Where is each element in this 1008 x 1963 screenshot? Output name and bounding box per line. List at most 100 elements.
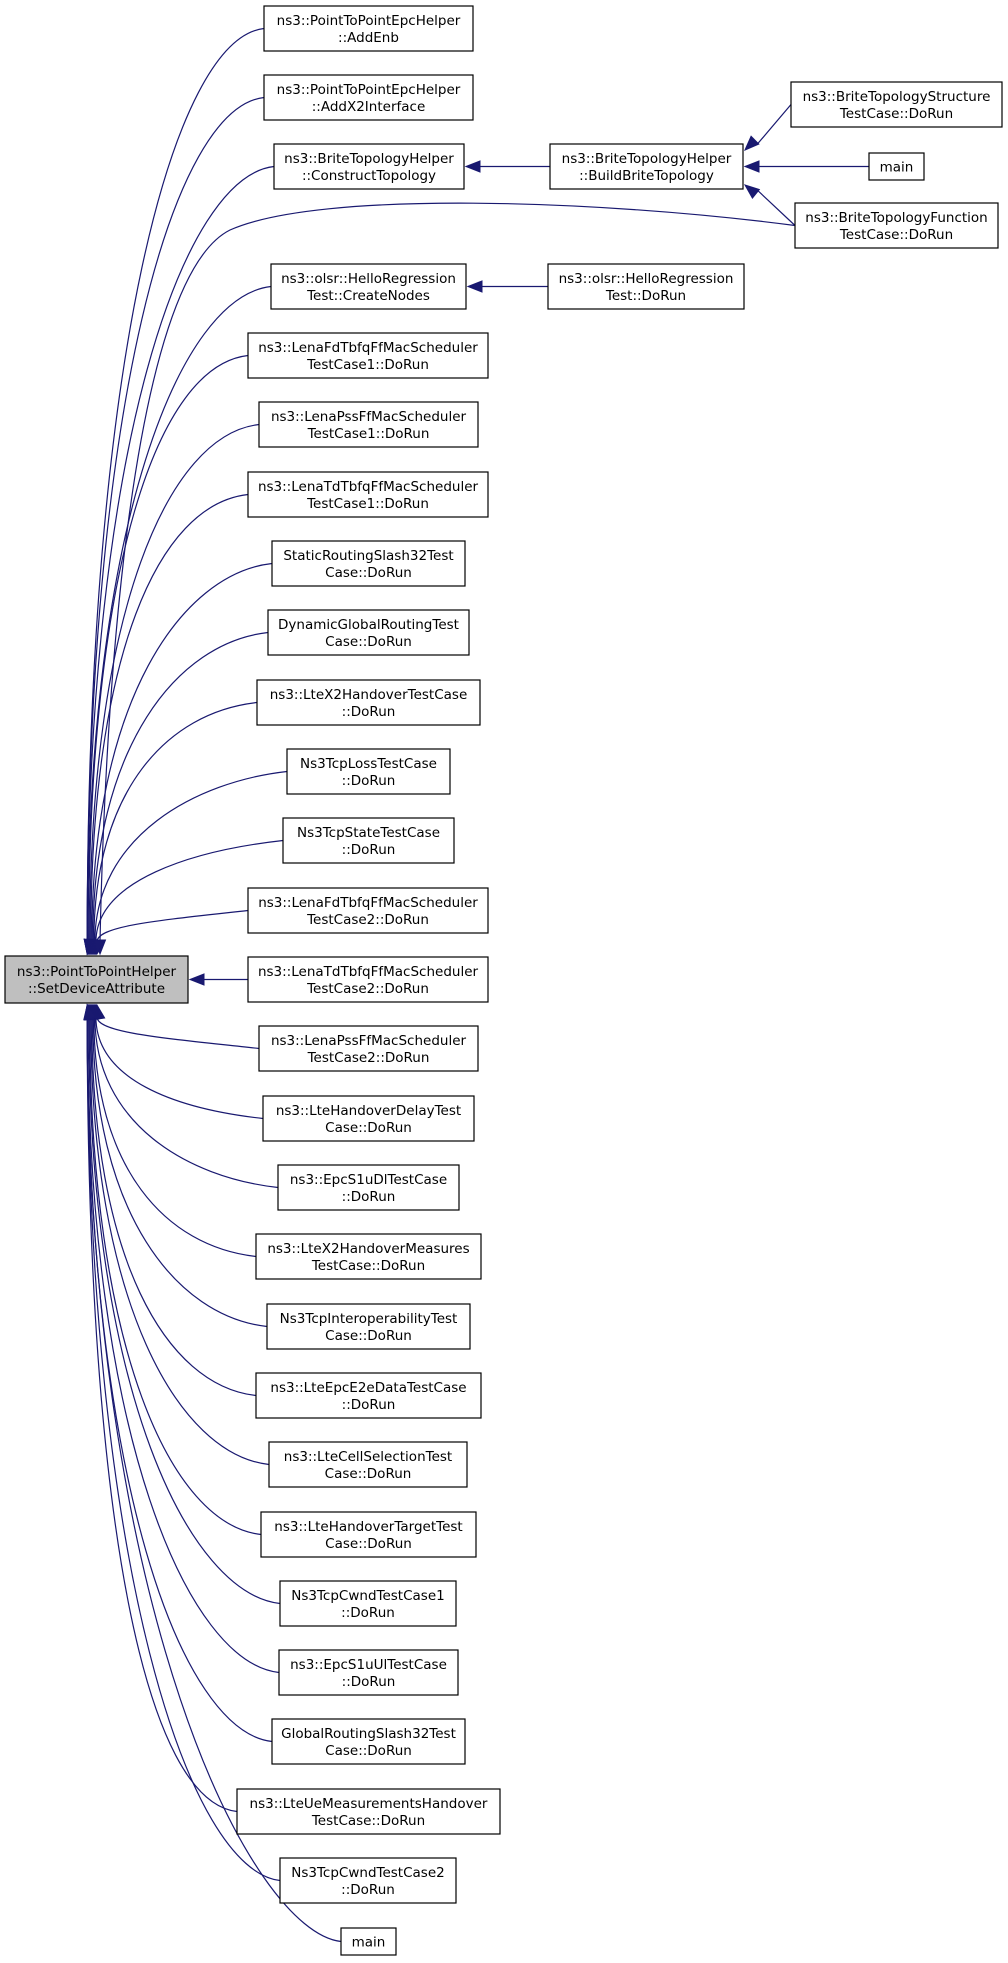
arrow-head	[743, 160, 760, 173]
node-label: Case::DoRun	[325, 565, 412, 581]
root-function-node[interactable]: ns3::PointToPointHelper::SetDeviceAttrib…	[4, 955, 189, 1004]
function-node[interactable]: main	[868, 152, 925, 181]
call-edge	[94, 770, 288, 943]
node-label: ::SetDeviceAttribute	[28, 981, 165, 997]
function-node[interactable]: ns3::LenaPssFfMacSchedulerTestCase2::DoR…	[258, 1025, 479, 1072]
function-node[interactable]: ns3::olsr::HelloRegressionTest::CreateNo…	[270, 263, 467, 310]
node-label: ::DoRun	[342, 1674, 396, 1690]
node-box	[258, 1025, 479, 1072]
function-node[interactable]: ns3::LteEpcE2eDataTestCase::DoRun	[255, 1372, 482, 1419]
node-box	[286, 748, 451, 795]
function-node[interactable]: ns3::BriteTopologyHelper::ConstructTopol…	[273, 143, 465, 190]
node-label: Ns3TcpCwndTestCase2	[291, 1865, 444, 1881]
node-box	[236, 1788, 501, 1835]
function-node[interactable]: ns3::PointToPointEpcHelper::AddEnb	[263, 5, 474, 52]
function-node[interactable]: ns3::LteX2HandoverMeasuresTestCase::DoRu…	[255, 1233, 482, 1280]
node-label: ::DoRun	[342, 842, 396, 858]
function-node[interactable]: ns3::LenaPssFfMacSchedulerTestCase1::DoR…	[258, 401, 479, 448]
node-box	[790, 81, 1003, 128]
node-box	[271, 1718, 466, 1765]
node-label: ::DoRun	[341, 1882, 395, 1898]
function-node[interactable]: ns3::LenaFdTbfqFfMacSchedulerTestCase1::…	[247, 332, 489, 379]
node-label: TestCase::DoRun	[839, 106, 953, 122]
function-node[interactable]: ns3::BriteTopologyFunctionTestCase::DoRu…	[794, 202, 999, 249]
function-node[interactable]: ns3::EpcS1uDlTestCase::DoRun	[277, 1164, 460, 1211]
call-edge	[92, 631, 269, 943]
node-label: ::DoRun	[342, 773, 396, 789]
node-label: Test::CreateNodes	[306, 288, 430, 304]
call-edge	[89, 1016, 262, 1536]
node-label: ns3::BriteTopologyStructure	[803, 89, 991, 105]
node-box	[255, 1372, 482, 1419]
call-edge	[86, 1016, 342, 1943]
node-box	[277, 1164, 460, 1211]
node-box	[271, 540, 466, 587]
call-edge	[86, 1016, 273, 1743]
node-label: GlobalRoutingSlash32Test	[281, 1726, 456, 1742]
call-edge	[91, 1016, 257, 1397]
node-box	[263, 5, 474, 52]
node-label: ::ConstructTopology	[302, 168, 436, 184]
node-label: ns3::LteCellSelectionTest	[284, 1449, 452, 1465]
call-edge	[94, 1016, 279, 1189]
function-node[interactable]: ns3::LenaTdTbfqFfMacSchedulerTestCase2::…	[247, 956, 489, 1003]
function-node[interactable]: ns3::LteUeMeasurementsHandoverTestCase::…	[236, 1788, 501, 1835]
function-node[interactable]: ns3::LenaTdTbfqFfMacSchedulerTestCase1::…	[247, 471, 489, 518]
node-box	[266, 1303, 471, 1350]
node-box	[278, 1649, 459, 1696]
function-node[interactable]: Ns3TcpStateTestCase::DoRun	[282, 817, 455, 864]
function-node[interactable]: Ns3TcpLossTestCase::DoRun	[286, 748, 451, 795]
call-edge	[756, 104, 792, 145]
node-box	[549, 143, 744, 190]
call-edge	[87, 285, 272, 943]
node-box	[868, 152, 925, 181]
function-node[interactable]: ns3::EpcS1uUlTestCase::DoRun	[278, 1649, 459, 1696]
function-node[interactable]: ns3::LenaFdTbfqFfMacSchedulerTestCase2::…	[247, 887, 489, 934]
node-box	[279, 1857, 457, 1904]
node-label: ns3::LenaTdTbfqFfMacScheduler	[258, 964, 479, 980]
node-label: StaticRoutingSlash32Test	[283, 548, 453, 564]
call-edge	[86, 165, 275, 943]
call-edge	[99, 202, 796, 943]
node-label: ns3::LenaFdTbfqFfMacScheduler	[258, 895, 478, 911]
node-label: ns3::PointToPointEpcHelper	[277, 13, 461, 29]
arrow-head	[743, 184, 761, 199]
arrow-head	[84, 1003, 97, 1021]
node-label: DynamicGlobalRoutingTest	[278, 617, 459, 633]
node-label: Case::DoRun	[325, 1328, 412, 1344]
node-label: Case::DoRun	[325, 1466, 412, 1482]
function-node[interactable]: Ns3TcpCwndTestCase2::DoRun	[279, 1857, 457, 1904]
node-label: ns3::PointToPointHelper	[17, 964, 177, 980]
function-node[interactable]: main	[340, 1927, 397, 1956]
node-label: ns3::LteX2HandoverTestCase	[270, 687, 468, 703]
call-edge	[86, 96, 265, 943]
call-edge	[96, 1016, 260, 1050]
call-edge	[92, 1016, 268, 1328]
function-node[interactable]: ns3::BriteTopologyStructureTestCase::DoR…	[790, 81, 1003, 128]
function-node[interactable]: Ns3TcpCwndTestCase1::DoRun	[279, 1580, 457, 1627]
node-box	[547, 263, 745, 310]
node-label: TestCase::DoRun	[311, 1813, 425, 1829]
node-label: Case::DoRun	[325, 1536, 412, 1552]
node-label: Ns3TcpLossTestCase	[300, 756, 437, 772]
node-box	[258, 401, 479, 448]
function-nodes: ns3::PointToPointHelper::SetDeviceAttrib…	[4, 5, 1003, 1956]
function-node[interactable]: ns3::PointToPointEpcHelper::AddX2Interfa…	[263, 74, 474, 121]
function-node[interactable]: ns3::BriteTopologyHelper::BuildBriteTopo…	[549, 143, 744, 190]
call-edge	[86, 1016, 281, 1882]
call-edge	[88, 1016, 281, 1605]
function-node[interactable]: ns3::LteX2HandoverTestCase::DoRun	[256, 679, 481, 726]
node-box	[268, 1441, 468, 1488]
node-label: ns3::LteHandoverDelayTest	[276, 1103, 461, 1119]
node-label: Ns3TcpInteroperabilityTest	[280, 1311, 458, 1327]
node-label: TestCase::DoRun	[311, 1258, 425, 1274]
